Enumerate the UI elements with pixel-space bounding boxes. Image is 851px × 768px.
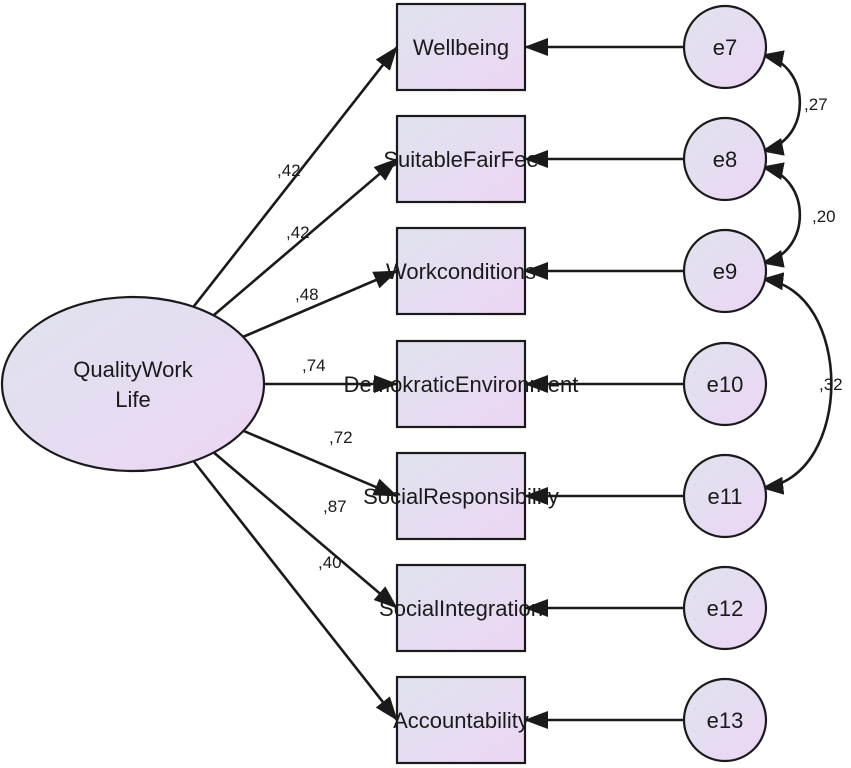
latent-label-line1: QualityWork	[73, 357, 193, 382]
indicator-label-e9: Workconditions	[386, 259, 536, 284]
covariance-e9-e11	[761, 272, 833, 495]
error-label-e10: e10	[707, 372, 744, 397]
loading-label-e10: ,74	[302, 356, 326, 375]
indicator-box-e8	[395, 114, 527, 204]
error-label-e13: e13	[707, 708, 744, 733]
covariance-label-e9-e11: ,32	[819, 375, 843, 394]
indicator-box-e13	[395, 675, 527, 765]
path-arrow-e7	[192, 46, 399, 308]
path-arrow-e13	[192, 460, 399, 721]
path-arrow-e11	[242, 429, 398, 498]
loading-label-e11: ,72	[329, 428, 353, 447]
error-circle-e10	[682, 341, 768, 427]
latent-label-line2: Life	[115, 387, 150, 412]
indicator-box-e11	[395, 451, 527, 541]
covariance-e7-e8	[761, 50, 802, 156]
error-label-e11: e11	[707, 484, 742, 509]
loading-label-e9: ,48	[295, 285, 319, 304]
error-label-e7: e7	[713, 35, 737, 60]
error-circle-e7	[682, 4, 768, 90]
latent-ellipse	[0, 295, 266, 473]
error-label-e12: e12	[707, 596, 744, 621]
error-circle-e11	[682, 453, 768, 539]
loading-label-e8: ,42	[286, 223, 310, 242]
loading-label-e12: ,87	[323, 497, 347, 516]
indicator-box-e12	[395, 563, 527, 653]
path-arrow-e12	[212, 451, 398, 609]
covariance-label-e8-e9: ,20	[812, 207, 836, 226]
path-arrow-e9	[242, 269, 398, 339]
edges-layer	[192, 38, 833, 729]
error-circle-e8	[682, 116, 768, 202]
indicator-label-e12: SocialIntegration	[379, 596, 543, 621]
indicator-box-e9	[395, 226, 527, 316]
error-label-e9: e9	[713, 259, 737, 284]
indicator-label-e13: Accountability	[393, 708, 529, 733]
loading-label-e7: ,42	[277, 161, 301, 180]
covariance-e8-e9	[761, 162, 802, 268]
error-circle-e12	[682, 565, 768, 651]
indicator-label-e11: SocialResponsibility	[363, 484, 559, 509]
error-label-e8: e8	[713, 147, 737, 172]
loading-label-e13: ,40	[318, 553, 342, 572]
indicator-label-e7: Wellbeing	[413, 35, 509, 60]
indicator-box-e10	[395, 339, 527, 429]
error-circle-e9	[682, 228, 768, 314]
covariance-label-e7-e8: ,27	[804, 95, 828, 114]
error-circle-e13	[682, 677, 768, 763]
path-arrow-e8	[212, 158, 398, 317]
nodes-layer	[0, 2, 768, 765]
indicator-label-e8: SuitableFairFee	[383, 147, 538, 172]
indicator-label-e10: DemokraticEnvironment	[344, 372, 579, 397]
indicator-box-e7	[395, 2, 527, 92]
